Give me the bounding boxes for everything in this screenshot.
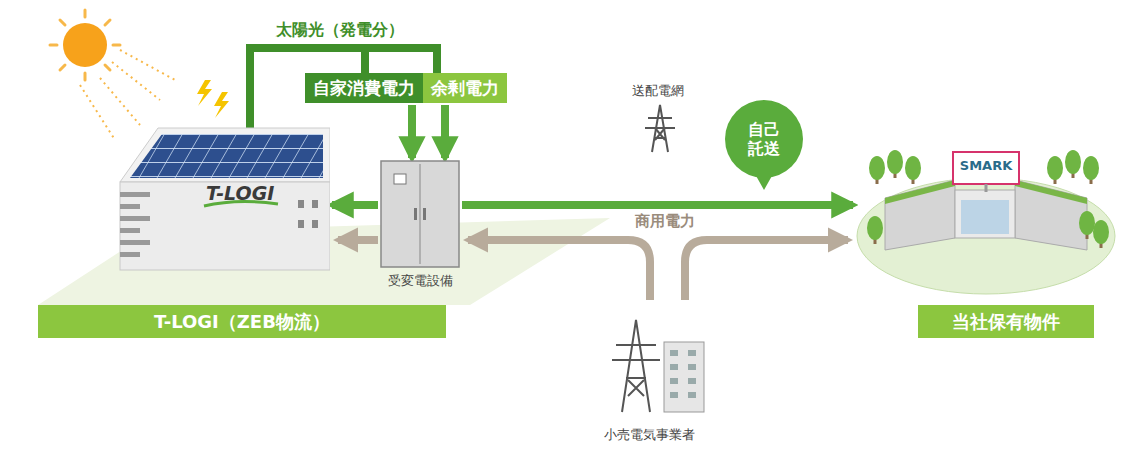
power-box: 余剰電力 xyxy=(423,73,507,103)
retailer-label: 小売電気事業者 xyxy=(604,426,695,444)
owned-property: SMARK xyxy=(855,128,1117,298)
warehouse-building: T-LOGI xyxy=(118,120,330,272)
power-arrow xyxy=(462,201,853,209)
power-arrow xyxy=(408,105,416,158)
transmission-tower xyxy=(612,320,660,412)
cabinet-drawing xyxy=(380,160,460,268)
transmission-tower xyxy=(645,105,675,152)
office-building xyxy=(664,342,704,412)
power-arrow xyxy=(441,105,449,158)
solar-line xyxy=(361,48,369,73)
node-text: 余剰電力 xyxy=(423,73,507,103)
callout-circle: 自己託送 xyxy=(725,100,803,178)
power-arrow xyxy=(332,201,378,209)
node-text: 自家消費電力 xyxy=(305,73,423,103)
sun xyxy=(50,10,229,140)
site-band: T-LOGI（ZEB物流） xyxy=(38,305,446,338)
node-text: 受変電設備 xyxy=(388,272,453,290)
node-text: T-LOGI xyxy=(206,182,274,204)
grid-label: 送配電網 xyxy=(632,82,684,100)
substation-cabinet: 受変電設備 xyxy=(380,160,460,268)
node-text: SMARK xyxy=(953,158,1019,173)
node-text: 当社保有物件 xyxy=(918,305,1094,338)
site-band: 当社保有物件 xyxy=(918,305,1094,338)
flow-label: 商用電力 xyxy=(632,212,698,231)
power-box: 自家消費電力 xyxy=(305,73,423,103)
node-text: T-LOGI（ZEB物流） xyxy=(38,305,446,338)
property-drawing xyxy=(855,128,1117,298)
source-label: 太陽光（発電分） xyxy=(273,20,407,41)
node-text: 自己託送 xyxy=(725,100,803,178)
